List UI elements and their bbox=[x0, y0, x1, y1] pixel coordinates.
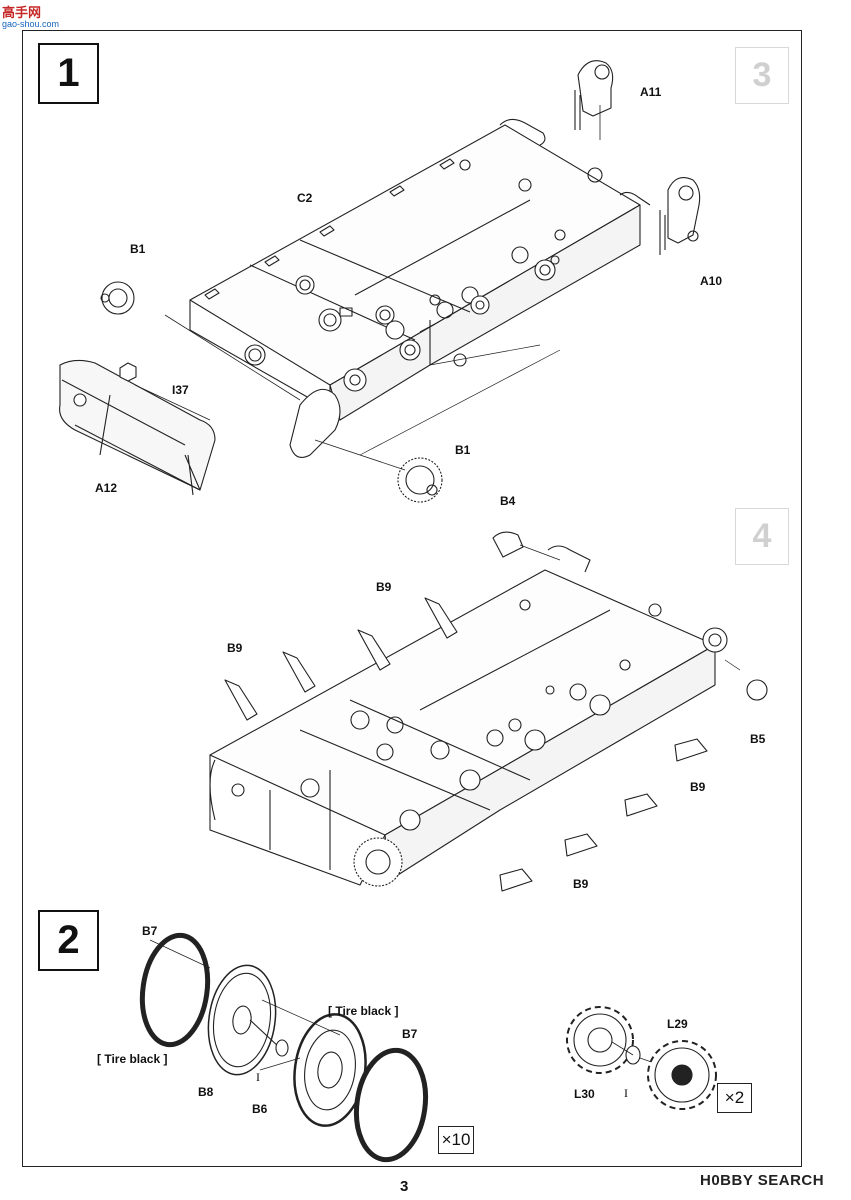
instruction-frame bbox=[22, 30, 802, 1167]
part-label-i-left: I bbox=[256, 1070, 260, 1084]
part-label-b8: B8 bbox=[198, 1085, 214, 1099]
sprocket-assembly-drawing bbox=[566, 1006, 717, 1110]
wheel-quantity: ×10 bbox=[441, 1130, 471, 1149]
ghost-step-3-number: 3 bbox=[752, 56, 772, 94]
sprocket-quantity-box: ×2 bbox=[717, 1083, 752, 1113]
upper-hull-drawing bbox=[59, 60, 701, 503]
part-label-b9-d: B9 bbox=[573, 877, 589, 891]
site-logo-text: 高手网 bbox=[2, 5, 42, 20]
site-logo-sub: gao-shou.com bbox=[2, 19, 60, 29]
part-label-b9-a: B9 bbox=[376, 580, 392, 594]
part-label-i-right: I bbox=[624, 1086, 628, 1100]
step-2-number: 2 bbox=[57, 918, 80, 962]
part-label-l30: L30 bbox=[574, 1087, 595, 1101]
watermark: H0BBY SEARCH bbox=[700, 1172, 825, 1189]
lower-hull-drawing bbox=[209, 531, 768, 892]
part-label-a11: A11 bbox=[640, 85, 662, 99]
part-label-b9-c: B9 bbox=[690, 780, 706, 794]
part-label-b4: B4 bbox=[500, 494, 516, 508]
step-2-box: 2 bbox=[38, 910, 99, 971]
part-label-b1-bottom: B1 bbox=[455, 443, 471, 457]
road-wheel-assembly-drawing bbox=[139, 932, 429, 1163]
part-label-a12: A12 bbox=[95, 481, 118, 495]
ghost-step-3: 3 bbox=[735, 47, 789, 104]
step-1-box: 1 bbox=[38, 43, 99, 104]
paint-note-tire-black-left: [ Tire black ] bbox=[97, 1052, 168, 1066]
ghost-step-4: 4 bbox=[735, 508, 789, 565]
part-label-b1-top: B1 bbox=[130, 242, 146, 256]
part-label-b6: B6 bbox=[252, 1102, 268, 1116]
part-label-c2: C2 bbox=[297, 191, 313, 205]
part-label-b7-right: B7 bbox=[402, 1027, 418, 1041]
part-label-b7-left: B7 bbox=[142, 924, 158, 938]
step-1-number: 1 bbox=[57, 51, 80, 95]
part-label-l29: L29 bbox=[667, 1017, 688, 1031]
part-label-i37: I37 bbox=[172, 383, 189, 397]
page-number: 3 bbox=[400, 1178, 409, 1195]
site-logo: 高手网 gao-shou.com bbox=[2, 2, 59, 29]
part-label-b5: B5 bbox=[750, 732, 766, 746]
part-label-b9-b: B9 bbox=[227, 641, 243, 655]
paint-note-tire-black-right: [ Tire black ] bbox=[328, 1004, 399, 1018]
part-label-a10: A10 bbox=[700, 274, 723, 288]
wheel-quantity-box: ×10 bbox=[438, 1126, 474, 1154]
sprocket-quantity: ×2 bbox=[724, 1088, 745, 1107]
ghost-step-4-number: 4 bbox=[752, 517, 772, 555]
